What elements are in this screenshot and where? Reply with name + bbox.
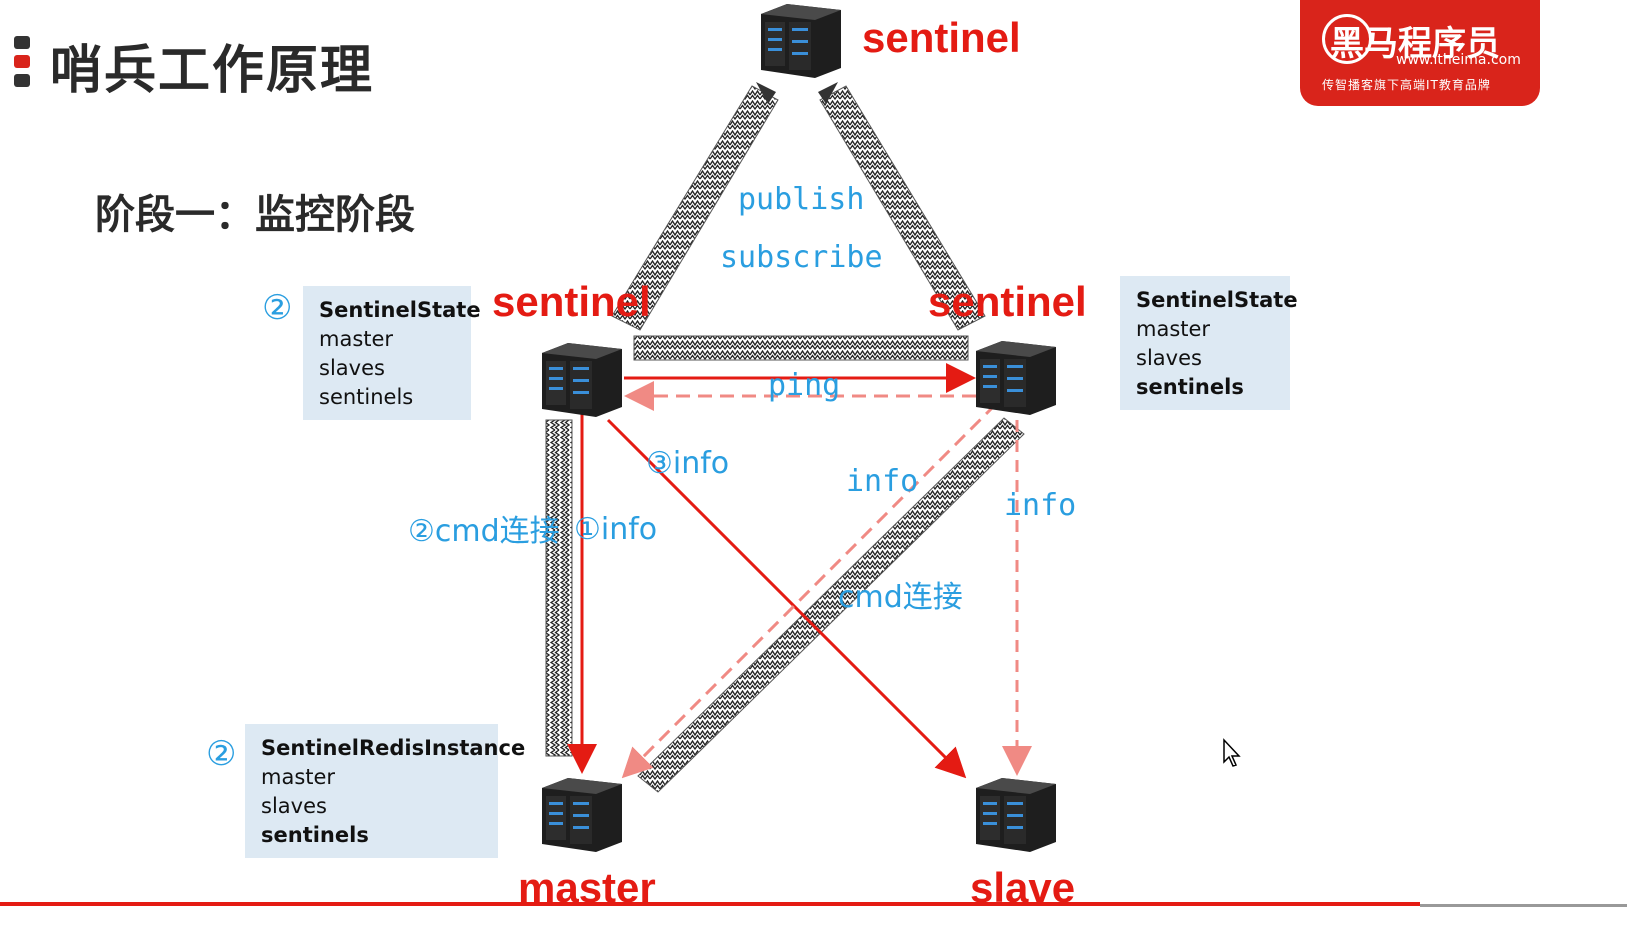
label-cmd-right: cmd连接 xyxy=(838,580,963,615)
label-ping: ping xyxy=(768,368,841,403)
info-box-master: SentinelRedisInstance master slaves sent… xyxy=(245,724,526,858)
label-info-right: info xyxy=(1004,488,1077,523)
label-sentinel-top: sentinel xyxy=(862,14,1021,61)
page-title: 哨兵工作原理 xyxy=(50,41,375,101)
left-cmd-link xyxy=(545,419,573,757)
server-icon-sentinel-right xyxy=(976,341,1056,415)
server-icon-sentinel-top xyxy=(761,4,841,78)
info-arrow-to-slave xyxy=(606,418,967,779)
logo-url-text: www.itheima.com xyxy=(1396,52,1521,68)
server-icon-sentinel-left xyxy=(542,343,622,417)
bottom-divider xyxy=(0,902,1420,906)
marker-master: ② xyxy=(206,734,237,774)
label-cmd-2: ②cmd连接 xyxy=(408,514,560,549)
label-publish: publish xyxy=(738,182,865,217)
label-sentinel-right: sentinel xyxy=(928,278,1087,325)
box-line: master xyxy=(1136,317,1211,341)
pubsub-link-left xyxy=(611,82,779,331)
box-line: master xyxy=(319,327,394,351)
box-line: sentinels xyxy=(319,385,414,409)
sentinel-sentinel-link xyxy=(633,335,969,361)
info-box-right-sentinel: SentinelState master slaves sentinels xyxy=(1120,276,1298,410)
brand-logo: 黑马程序员 www.itheima.com 传智播客旗下高端IT教育品牌 xyxy=(1300,0,1540,106)
label-info-mid: info xyxy=(846,464,919,499)
server-icon-slave xyxy=(976,778,1056,852)
label-info-1: ①info xyxy=(574,512,658,547)
marker-left-sentinel: ② xyxy=(262,288,293,328)
bottom-divider-gray xyxy=(1420,904,1627,907)
box-title: SentinelState xyxy=(319,298,481,322)
mouse-cursor-icon xyxy=(1223,738,1241,767)
box-line: slaves xyxy=(261,794,327,818)
box-title: SentinelRedisInstance xyxy=(261,736,526,760)
box-title: SentinelState xyxy=(1136,288,1298,312)
logo-slogan-text: 传智播客旗下高端IT教育品牌 xyxy=(1322,78,1491,92)
box-line: sentinels xyxy=(261,823,369,847)
title-marker-icon xyxy=(14,36,30,93)
box-line: master xyxy=(261,765,336,789)
box-line: slaves xyxy=(319,356,385,380)
label-info-3: ③info xyxy=(646,446,730,481)
logo-ring-icon xyxy=(1322,14,1372,64)
logo-brand-text: 黑马程序员 xyxy=(1330,24,1500,64)
label-sentinel-left: sentinel xyxy=(492,278,651,325)
pubsub-link-right xyxy=(818,82,986,331)
info-box-left-sentinel: SentinelState master slaves sentinels xyxy=(303,286,481,420)
box-line: sentinels xyxy=(1136,375,1244,399)
label-subscribe: subscribe xyxy=(720,240,883,275)
server-icon-master xyxy=(542,778,622,852)
box-line: slaves xyxy=(1136,346,1202,370)
phase-title: 阶段一：监控阶段 xyxy=(95,192,415,238)
